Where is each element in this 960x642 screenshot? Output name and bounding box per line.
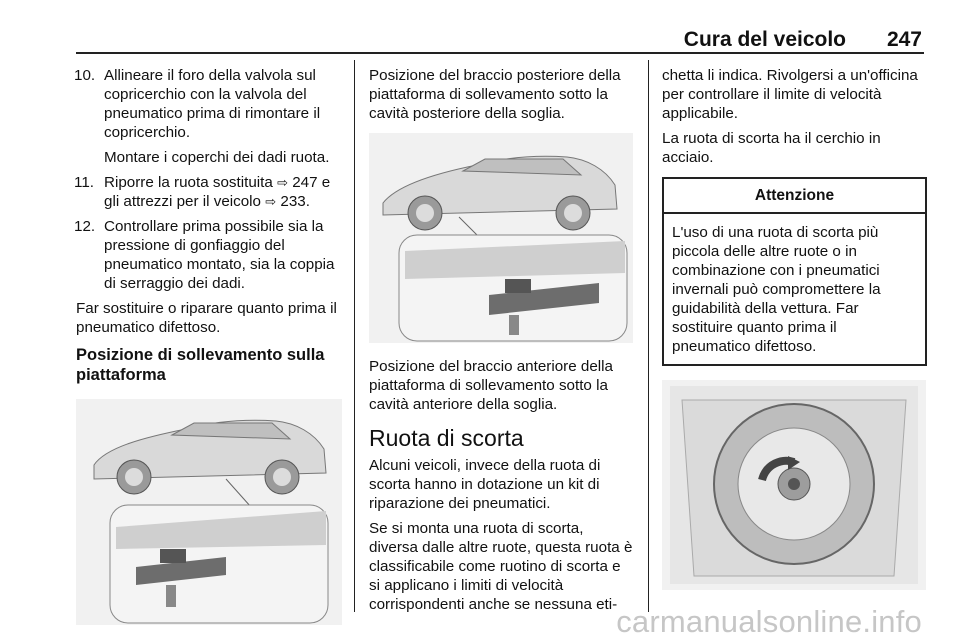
list-item-10-sub: Montare i coperchi dei dadi ruota. [104, 149, 330, 166]
column-2: Posizione del braccio posteriore della p… [369, 66, 635, 620]
page-ref-arrow-icon: ⇨ [277, 175, 288, 190]
column-divider-1 [354, 60, 356, 612]
spare-wheel-illustration [662, 380, 926, 590]
section-heading-spare-wheel: Ruota di scorta [369, 425, 524, 451]
section-heading: Posizione di sollevamento sulla piattafo… [76, 346, 325, 384]
header-rule [76, 52, 924, 54]
column-divider-2 [648, 60, 650, 612]
paragraph: Far sostituire o riparare quanto prima i… [76, 300, 337, 336]
column-3: chetta li indica. Rivolgersi a un'offici… [662, 66, 927, 590]
warning-title: Attenzione [664, 179, 925, 214]
page-number: 247 [886, 28, 922, 51]
paragraph: Alcuni veicoli, invece della ruota di sc… [369, 457, 601, 512]
paragraph: Se si monta una ruota di scorta, diversa… [369, 520, 633, 613]
page-header-title: Cura del veicolo [683, 28, 846, 51]
car-lift-rear-illustration [76, 399, 342, 625]
paragraph: Posizione del braccio anteriore della pi… [369, 358, 613, 413]
paragraph: chetta li indica. Rivolgersi a un'offici… [662, 67, 918, 122]
page-ref-link[interactable]: 247 [292, 174, 318, 191]
paragraph: Posizione del braccio posteriore della p… [369, 67, 621, 122]
car-lift-front-illustration [369, 133, 633, 343]
paragraph: La ruota di scorta ha il cerchio in acci… [662, 130, 881, 166]
watermark: carmanualsonline.info [616, 604, 922, 639]
list-item-10: 10. Allineare il foro della valvola sul … [74, 67, 321, 141]
list-item-11: 11. Riporre la ruota sostituita ⇨ 247 e … [74, 174, 331, 210]
column-1: 10. Allineare il foro della valvola sul … [74, 66, 342, 625]
page-ref-link[interactable]: 233. [280, 193, 310, 210]
warning-box: Attenzione L'uso di una ruota di scorta … [662, 177, 927, 366]
list-item-12: 12. Controllare prima possibile sia la p… [74, 218, 335, 292]
page-ref-arrow-icon: ⇨ [265, 194, 277, 209]
warning-body: L'uso di una ruota di scorta più piccola… [672, 224, 881, 355]
